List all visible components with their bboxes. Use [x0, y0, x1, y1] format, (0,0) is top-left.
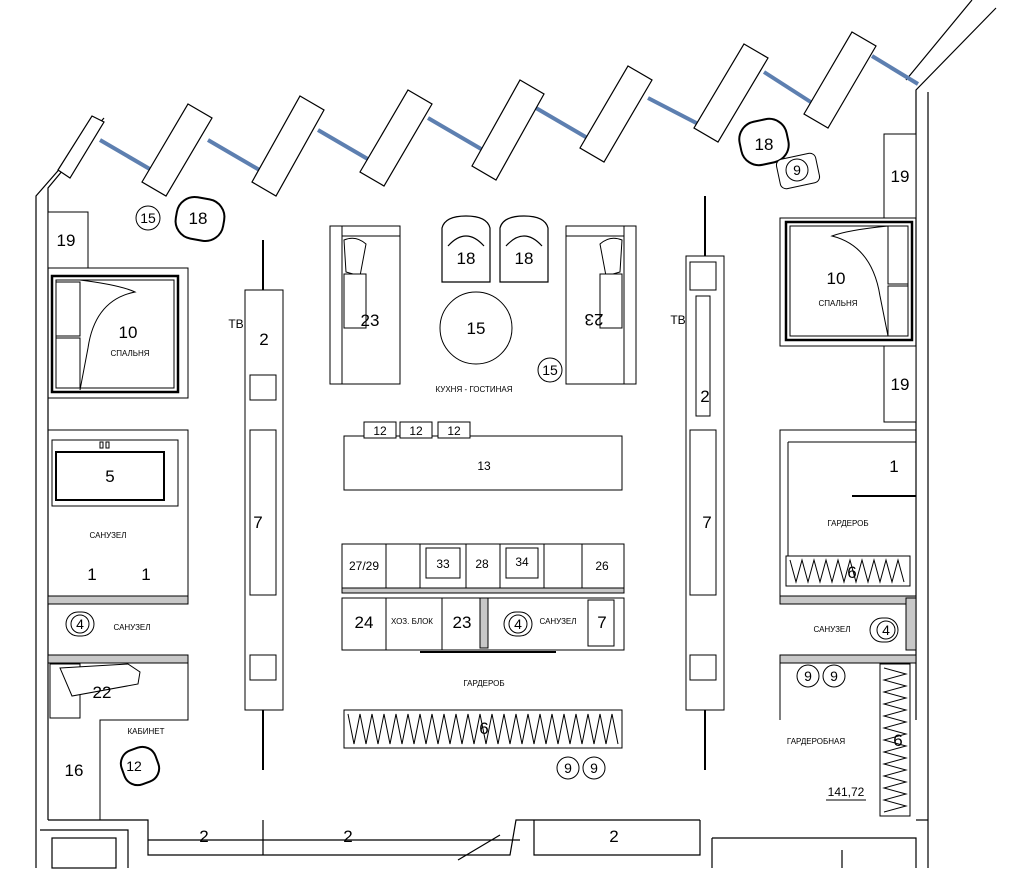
label-2: 2 [609, 827, 618, 846]
label-12: 12 [373, 424, 387, 438]
label-1: 1 [141, 565, 150, 584]
circle-tags [65, 152, 899, 780]
svg-text:15: 15 [140, 210, 156, 226]
svg-text:4: 4 [514, 616, 522, 632]
bathtub [51, 439, 179, 507]
label-24: 24 [355, 613, 374, 632]
label-28: 28 [475, 557, 489, 571]
label-16: 16 [65, 761, 84, 780]
label-23: 23 [453, 613, 472, 632]
column-right [685, 196, 725, 770]
room-wardrobe: ГАРДЕРОБ [827, 519, 868, 528]
label-23-mirrored: 23 [585, 310, 604, 329]
label-7: 7 [597, 613, 606, 632]
svg-text:9: 9 [793, 162, 801, 178]
svg-text:4: 4 [76, 616, 84, 632]
partition-bands [47, 584, 917, 664]
lounge-chairs [119, 117, 790, 787]
label-12: 12 [447, 424, 461, 438]
label-7: 7 [253, 513, 262, 532]
sofa-right [565, 225, 637, 385]
column-left [244, 240, 284, 770]
room-bath: САНУЗЕЛ [539, 617, 576, 626]
label-tv: ТВ [228, 317, 243, 331]
svg-text:12: 12 [126, 758, 142, 774]
room-living: КУХНЯ - ГОСТИНАЯ [436, 385, 513, 394]
label-2: 2 [343, 827, 352, 846]
room-wardrobe: ГАРДЕРОБ [463, 679, 504, 688]
label-10: 10 [827, 269, 846, 288]
room-bedroom: СПАЛЬНЯ [110, 349, 149, 358]
utility-block [385, 598, 615, 653]
label-12: 12 [409, 424, 423, 438]
room-bedroom: СПАЛЬНЯ [818, 299, 857, 308]
label-18: 18 [755, 135, 774, 154]
label-34: 34 [515, 555, 529, 569]
label-33: 33 [436, 557, 450, 571]
label-19: 19 [57, 231, 76, 250]
kitchen-row [341, 543, 625, 589]
label-2: 2 [199, 827, 208, 846]
wardrobe-right [787, 441, 916, 556]
cabinets-19 [47, 133, 917, 423]
label-6: 6 [893, 731, 902, 750]
label-6: 6 [479, 719, 488, 738]
label-18: 18 [457, 249, 476, 268]
label-2: 2 [259, 330, 268, 349]
label-5: 5 [105, 467, 114, 486]
wardrobe-racks [343, 555, 911, 817]
label-13: 13 [477, 459, 491, 473]
label-19: 19 [891, 375, 910, 394]
sofa-left [329, 225, 401, 385]
label-15: 15 [467, 319, 486, 338]
label-19: 19 [891, 167, 910, 186]
svg-text:4: 4 [882, 622, 890, 638]
label-1: 1 [87, 565, 96, 584]
bed-left [50, 274, 180, 394]
svg-text:9: 9 [590, 760, 598, 776]
label-1: 1 [889, 457, 898, 476]
label-2: 2 [700, 387, 709, 406]
bed-right [784, 220, 914, 342]
window-piers [57, 31, 877, 197]
label-6: 6 [847, 563, 856, 582]
svg-text:9: 9 [804, 668, 812, 684]
label-26: 26 [595, 559, 609, 573]
labels: 2 2 2 2 2 7 7 7 5 1 1 1 10 10 19 19 19 2… [57, 135, 910, 846]
label-22: 22 [93, 683, 112, 702]
desk-office [49, 663, 141, 719]
room-bath: САНУЗЕЛ [89, 531, 126, 540]
label-7: 7 [702, 513, 711, 532]
label-27-29: 27/29 [349, 559, 379, 573]
label-23: 23 [361, 311, 380, 330]
area-value: 141,72 [828, 785, 865, 799]
svg-text:9: 9 [830, 668, 838, 684]
circle-tag-labels: 4 4 4 9 9 9 9 9 15 15 12 [76, 162, 890, 776]
room-office: КАБИНЕТ [128, 727, 165, 736]
coffee-table [439, 291, 513, 365]
svg-text:15: 15 [542, 362, 558, 378]
label-18: 18 [189, 209, 208, 228]
svg-text:9: 9 [564, 760, 572, 776]
room-utility: ХОЗ. БЛОК [391, 617, 433, 626]
label-tv: ТВ [670, 313, 685, 327]
bar-counter [343, 421, 623, 491]
room-bath: САНУЗЕЛ [813, 625, 850, 634]
label-18: 18 [515, 249, 534, 268]
room-dressing: ГАРДЕРОБНАЯ [787, 737, 845, 746]
label-10: 10 [119, 323, 138, 342]
room-bath: САНУЗЕЛ [113, 623, 150, 632]
armchairs [441, 215, 549, 283]
